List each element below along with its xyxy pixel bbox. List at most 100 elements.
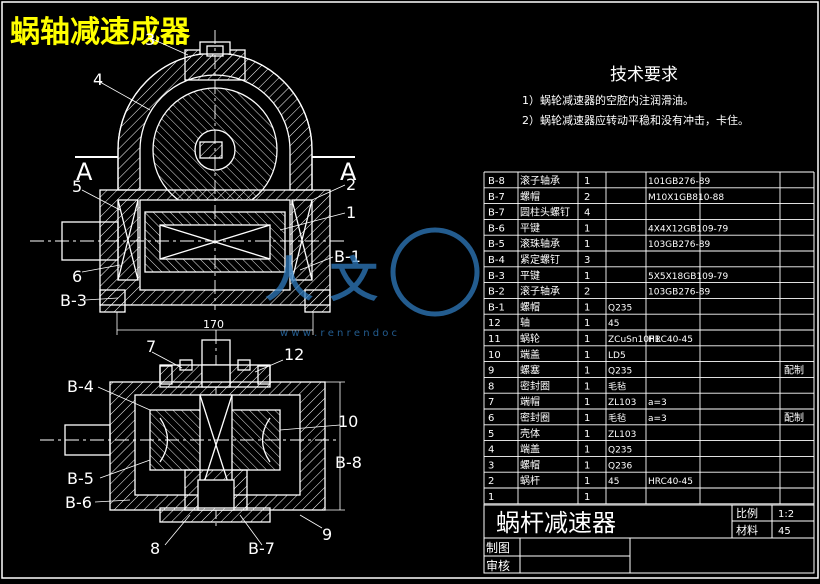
bom-cell-qty: 1 — [584, 381, 590, 392]
bom-cell-name: 端盖 — [520, 443, 540, 456]
label-9: 9 — [322, 525, 332, 544]
bom-cell-qty: 1 — [584, 318, 590, 329]
bom-cell-standard: 101GB276-89 — [648, 177, 710, 187]
bom-cell-no: B-4 — [488, 255, 505, 266]
bom-cell-qty: 1 — [584, 350, 590, 361]
label-b7: B-7 — [248, 539, 275, 558]
bom-cell-qty: 3 — [584, 255, 590, 266]
bom-cell-standard: a=3 — [648, 398, 667, 408]
bom-cell-qty: 1 — [584, 271, 590, 282]
bom-cell-material: Q235 — [608, 303, 632, 313]
label-2: 2 — [346, 175, 356, 194]
bom-cell-qty: 1 — [584, 492, 590, 503]
bom-cell-qty: 2 — [584, 287, 590, 298]
dimension-170: 170 — [203, 318, 224, 331]
bom-cell-name: 螺帽 — [520, 300, 540, 313]
bom-cell-no: 1 — [488, 492, 494, 503]
bom-cell-name: 螺塞 — [520, 364, 540, 377]
label-b6: B-6 — [65, 493, 92, 512]
bom-cell-material: LD5 — [608, 351, 626, 361]
bom-cell-name: 滚子轴承 — [520, 285, 560, 298]
bom-cell-no: 10 — [488, 350, 501, 361]
label-8: 8 — [150, 539, 160, 558]
bom-cell-no: B-2 — [488, 287, 505, 298]
bom-cell-name: 圆柱头螺钉 — [520, 206, 570, 219]
watermark-url: w w w . r e n r e n d o c — [280, 328, 397, 339]
bom-cell-name: 端帽 — [520, 395, 540, 408]
bom-cell-name: 轴 — [520, 316, 530, 329]
label-b1: B-1 — [334, 247, 361, 266]
bom-cell-qty: 1 — [584, 445, 590, 456]
bom-cell-material: Q236 — [608, 461, 633, 471]
bom-cell-standard: a=3 — [648, 414, 667, 424]
drawing-title: 蜗轴减速成器 — [10, 15, 191, 50]
titleblock-drawn: 制图 — [486, 541, 510, 555]
label-5: 5 — [72, 177, 82, 196]
bom-cell-material: 毛毡 — [608, 380, 626, 392]
label-3: 3 — [145, 30, 155, 49]
bom-cell-material: ZL103 — [608, 430, 636, 440]
bom-cell-qty: 1 — [584, 476, 590, 487]
title-block-text: 蜗杆减速器 比例 1:2 材料 45 制图 审核 — [486, 506, 794, 573]
watermark: 人 文 w w w . r e n r e n d o c — [265, 227, 480, 339]
tech-title: 技术要求 — [610, 65, 678, 85]
bom-cell-name: 螺帽 — [520, 190, 540, 203]
bom-cell-material: Q235 — [608, 446, 632, 456]
titleblock-check: 审核 — [486, 558, 510, 573]
bom-cell-standard: 103GB276-89 — [648, 240, 710, 250]
bom-cell-name: 紧定螺钉 — [520, 253, 560, 266]
bom-cell-name: 螺帽 — [520, 458, 540, 471]
bom-cell-name: 密封圈 — [520, 379, 550, 392]
bom-cell-no: 7 — [488, 397, 494, 408]
bom-cell-qty: 1 — [584, 302, 590, 313]
section-a-right: A — [340, 158, 357, 186]
bom-cell-name: 蜗杆 — [520, 475, 540, 487]
bom-cell-qty: 1 — [584, 366, 590, 377]
bom-cell-qty: 1 — [584, 334, 590, 345]
bom-cell-name: 平键 — [520, 221, 540, 234]
bom-cell-qty: 1 — [584, 429, 590, 440]
bom-cell-note: 配制 — [784, 364, 804, 377]
bom-cell-qty: 1 — [584, 413, 590, 424]
bom-cell-no: 3 — [488, 460, 494, 471]
bom-cell-qty: 4 — [584, 208, 590, 219]
label-4: 4 — [93, 70, 103, 89]
bom-cell-no: B-8 — [488, 176, 505, 187]
titleblock-material-label: 材料 — [736, 523, 758, 537]
label-6: 6 — [72, 267, 82, 286]
bom-cell-name: 滚子轴承 — [520, 174, 560, 187]
technical-requirements: 技术要求 1）蜗轮减速器的空腔内注润滑油。 2）蜗轮减速器应转动平稳和没有冲击，… — [522, 65, 749, 127]
bom-cell-material: 45 — [608, 477, 619, 487]
bom-cell-no: 2 — [488, 476, 494, 487]
bom-cell-name: 滚珠轴承 — [520, 237, 560, 250]
bottom-view-labels: 7 12 B-4 10 B-8 B-5 B-6 8 B-7 9 — [65, 337, 362, 558]
bom-cell-no: B-7 — [488, 192, 505, 203]
bom-cell-no: B-6 — [488, 223, 505, 234]
bom-cell-material: ZL103 — [608, 398, 636, 408]
bom-cell-qty: 1 — [584, 176, 590, 187]
bom-cell-name: 密封圈 — [520, 411, 550, 424]
bom-cell-no: 9 — [488, 366, 494, 377]
label-1: 1 — [346, 203, 356, 222]
tech-req-1: 1）蜗轮减速器的空腔内注润滑油。 — [522, 93, 694, 107]
label-7: 7 — [146, 337, 156, 356]
title-block — [483, 504, 815, 574]
titleblock-material-value: 45 — [778, 526, 791, 537]
bom-cell-qty: 2 — [584, 192, 590, 203]
titleblock-name: 蜗杆减速器 — [496, 509, 616, 537]
bom-cell-no: 6 — [488, 413, 494, 424]
bom-cell-no: B-7 — [488, 208, 505, 219]
bom-cell-standard: HRC40-45 — [648, 335, 693, 345]
bom-cell-no: 8 — [488, 381, 494, 392]
bom-cell-qty: 1 — [584, 223, 590, 234]
top-view-labels: 3 4 5 2 1 B-1 6 B-3 A A 170 — [60, 30, 361, 331]
bom-cell-name: 平键 — [520, 269, 540, 282]
top-section-view — [30, 30, 355, 335]
titleblock-scale-label: 比例 — [736, 506, 758, 520]
watermark-chars: 人 文 — [265, 252, 378, 308]
bom-cell-qty: 1 — [584, 397, 590, 408]
bom-cell-name: 端盖 — [520, 348, 540, 361]
bom-cell-no: B-5 — [488, 239, 505, 250]
titleblock-scale-value: 1:2 — [778, 509, 794, 520]
